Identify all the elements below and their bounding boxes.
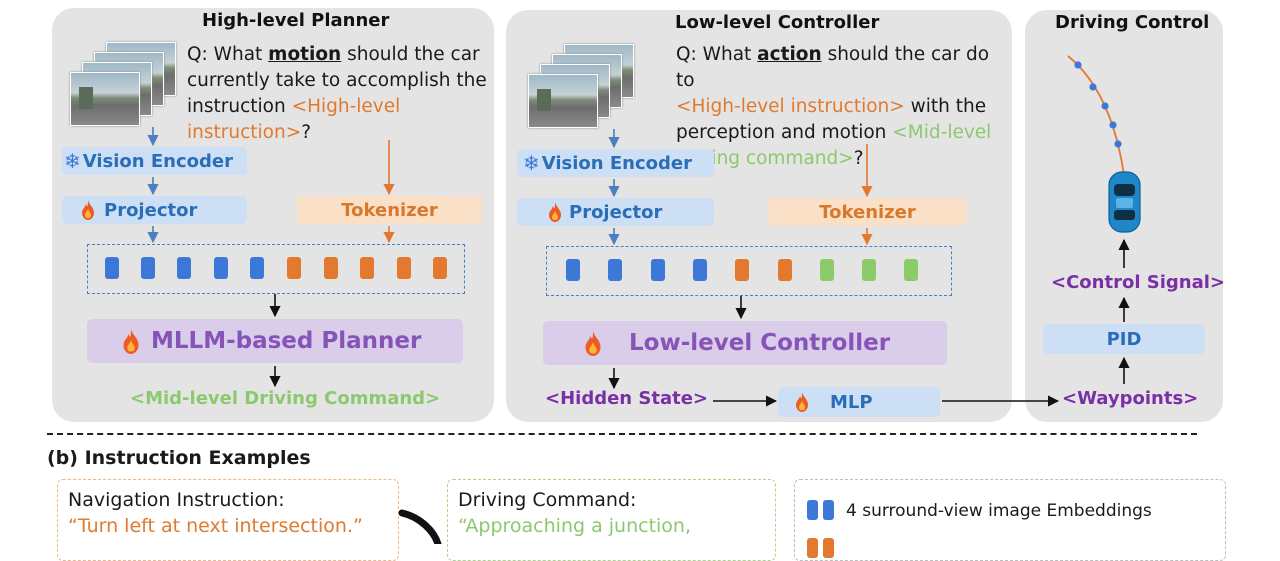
fire-icon — [549, 202, 561, 222]
waypoints-label: <Waypoints> — [1062, 388, 1199, 409]
controller-projector: Projector — [517, 198, 714, 226]
controller-tokenizer: Tokenizer — [768, 198, 967, 226]
hidden-state-label: <Hidden State> — [545, 388, 708, 409]
planner-token-sequence — [87, 244, 465, 294]
examples-title: (b) Instruction Examples — [47, 447, 311, 469]
controller-token-sequence — [546, 246, 952, 296]
planner-vision-encoder: ❄Vision Encoder — [62, 147, 247, 175]
section-divider — [47, 433, 1197, 435]
token-vision — [177, 257, 191, 279]
legend-blue-token-icon — [823, 500, 834, 520]
pid-box: PID — [1043, 324, 1205, 354]
driving-command-label: Driving Command: — [458, 489, 637, 511]
planner-tokenizer: Tokenizer — [297, 196, 482, 224]
token-text — [433, 257, 447, 279]
connector-arrows — [147, 55, 1141, 407]
legend-embeddings-text: 4 surround-view image Embeddings — [846, 501, 1152, 521]
fire-icon — [123, 328, 139, 354]
car-icon — [1108, 171, 1141, 233]
navigation-instruction-label: Navigation Instruction: — [68, 489, 285, 511]
token-text — [397, 257, 411, 279]
controller-question: Q: What action should the car do to <Hig… — [676, 44, 992, 169]
token-vision — [250, 257, 264, 279]
snowflake-icon: ❄ — [523, 151, 540, 175]
token-command — [904, 259, 918, 281]
legend-orange-token-icon — [807, 538, 818, 558]
legend-orange-token-icon — [823, 538, 834, 558]
fire-icon — [82, 200, 94, 220]
fire-icon — [585, 330, 601, 356]
curved-connector — [398, 509, 442, 544]
driving-command-text: “Approaching a junction, — [458, 515, 692, 537]
token-text — [324, 257, 338, 279]
snowflake-icon: ❄ — [64, 149, 81, 173]
planner-output-label: <Mid-level Driving Command> — [130, 388, 441, 409]
controller-vision-encoder: ❄Vision Encoder — [517, 149, 714, 177]
token-vision — [141, 257, 155, 279]
token-vision — [566, 259, 580, 281]
mllm-planner-box: MLLM-based Planner — [87, 319, 463, 363]
fire-icon — [796, 392, 808, 412]
mlp-box: MLP — [778, 387, 940, 417]
token-vision — [214, 257, 228, 279]
token-command — [862, 259, 876, 281]
token-vision — [105, 257, 119, 279]
controller-title: Low-level Controller — [675, 12, 880, 33]
token-text — [778, 259, 792, 281]
controller-camera-images — [528, 44, 640, 128]
token-command — [820, 259, 834, 281]
navigation-instruction-text: “Turn left at next intersection.” — [68, 515, 363, 537]
legend-blue-token-icon — [807, 500, 818, 520]
driving-control-title: Driving Control — [1055, 12, 1210, 33]
token-vision — [608, 259, 622, 281]
token-text — [735, 259, 749, 281]
low-level-controller-box: Low-level Controller — [543, 321, 947, 365]
token-text — [287, 257, 301, 279]
planner-question: Q: What motion should the car currently … — [187, 44, 487, 143]
planner-projector: Projector — [62, 196, 247, 224]
token-text — [360, 257, 374, 279]
token-vision — [693, 259, 707, 281]
token-vision — [651, 259, 665, 281]
control-signal-label: <Control Signal> — [1051, 272, 1225, 293]
planner-title: High-level Planner — [202, 10, 390, 31]
planner-camera-images — [70, 42, 182, 126]
